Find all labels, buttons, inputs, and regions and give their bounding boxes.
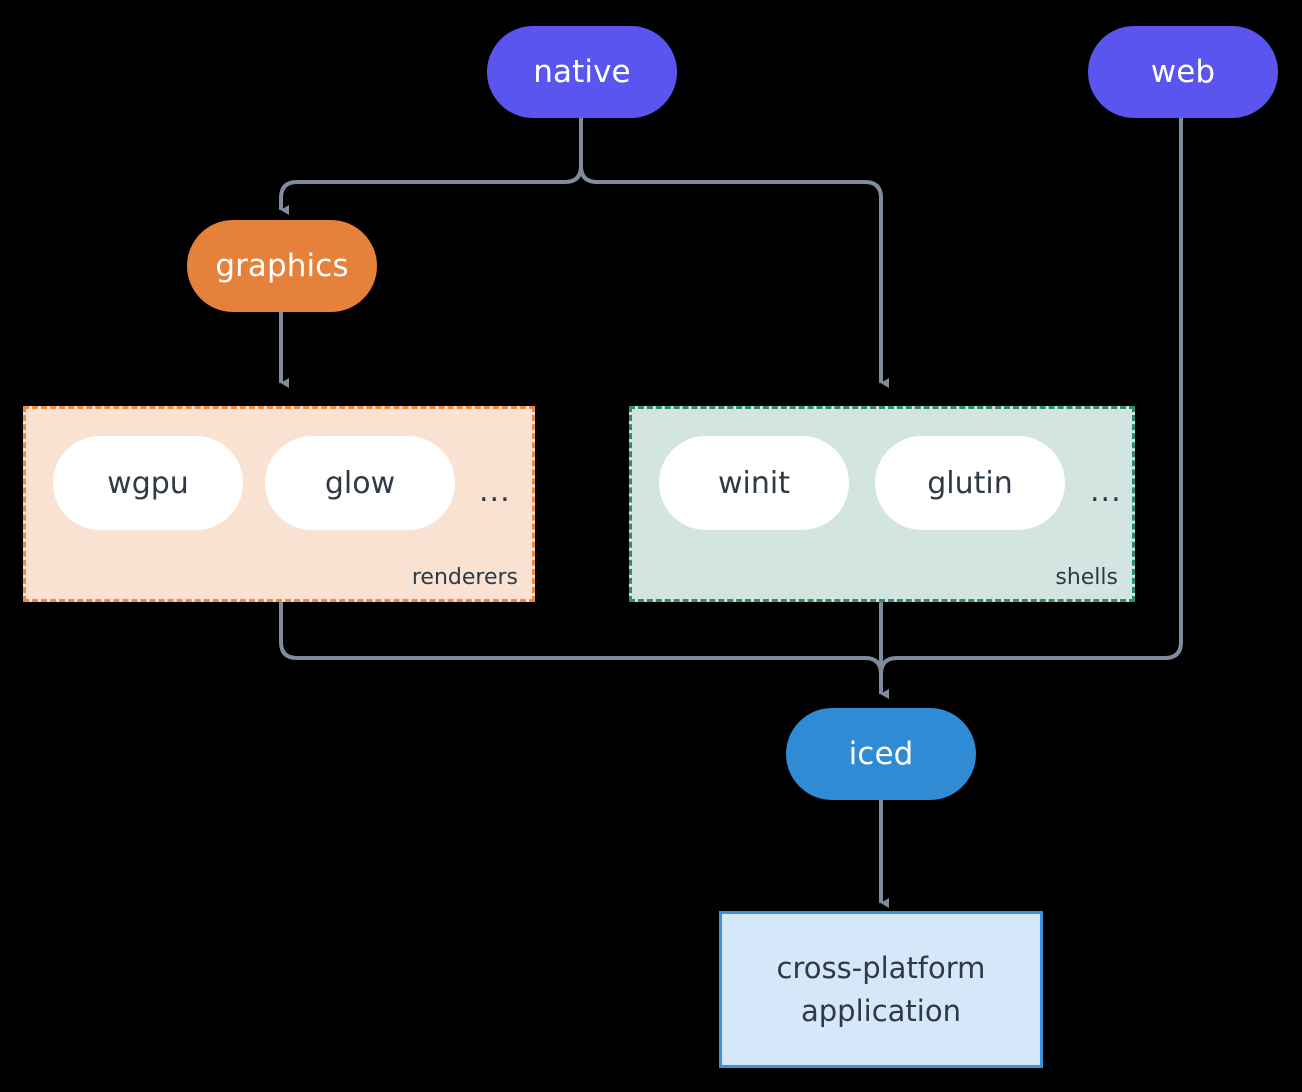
node-cross-platform-application[interactable]: cross-platform application [719, 911, 1043, 1068]
cluster-renderers-label: renderers [411, 565, 518, 590]
edge-web-to-iced [879, 116, 1183, 699]
application-label-line1: cross-platform [776, 951, 986, 986]
cluster-shells: winit glutin ... shells [629, 406, 1135, 602]
renderers-overflow-ellipsis: ... [479, 474, 511, 509]
leaf-glow-label: glow [324, 465, 396, 501]
edge-native-to-graphics [279, 116, 583, 215]
cluster-renderers: wgpu glow ... renderers [23, 406, 535, 602]
edge-renderers-to-iced [279, 602, 889, 699]
node-graphics-label: graphics [215, 247, 349, 284]
node-native[interactable]: native [487, 26, 677, 118]
leaf-winit[interactable]: winit [659, 436, 849, 530]
edge-native-to-shells [579, 116, 889, 388]
leaf-wgpu[interactable]: wgpu [53, 436, 243, 530]
node-iced[interactable]: iced [786, 708, 976, 800]
cluster-shells-label: shells [1055, 565, 1118, 590]
node-iced-label: iced [848, 735, 914, 772]
shells-overflow-ellipsis: ... [1090, 474, 1122, 509]
leaf-glow[interactable]: glow [265, 436, 455, 530]
node-web[interactable]: web [1088, 26, 1278, 118]
node-web-label: web [1150, 53, 1216, 90]
application-label-line2: application [801, 993, 961, 1028]
leaf-glutin[interactable]: glutin [875, 436, 1065, 530]
leaf-winit-label: winit [718, 465, 790, 501]
application-label-block: cross-platform application [777, 947, 986, 1031]
node-graphics[interactable]: graphics [187, 220, 377, 312]
node-native-label: native [533, 53, 631, 90]
leaf-wgpu-label: wgpu [107, 465, 189, 501]
leaf-glutin-label: glutin [927, 465, 1013, 501]
